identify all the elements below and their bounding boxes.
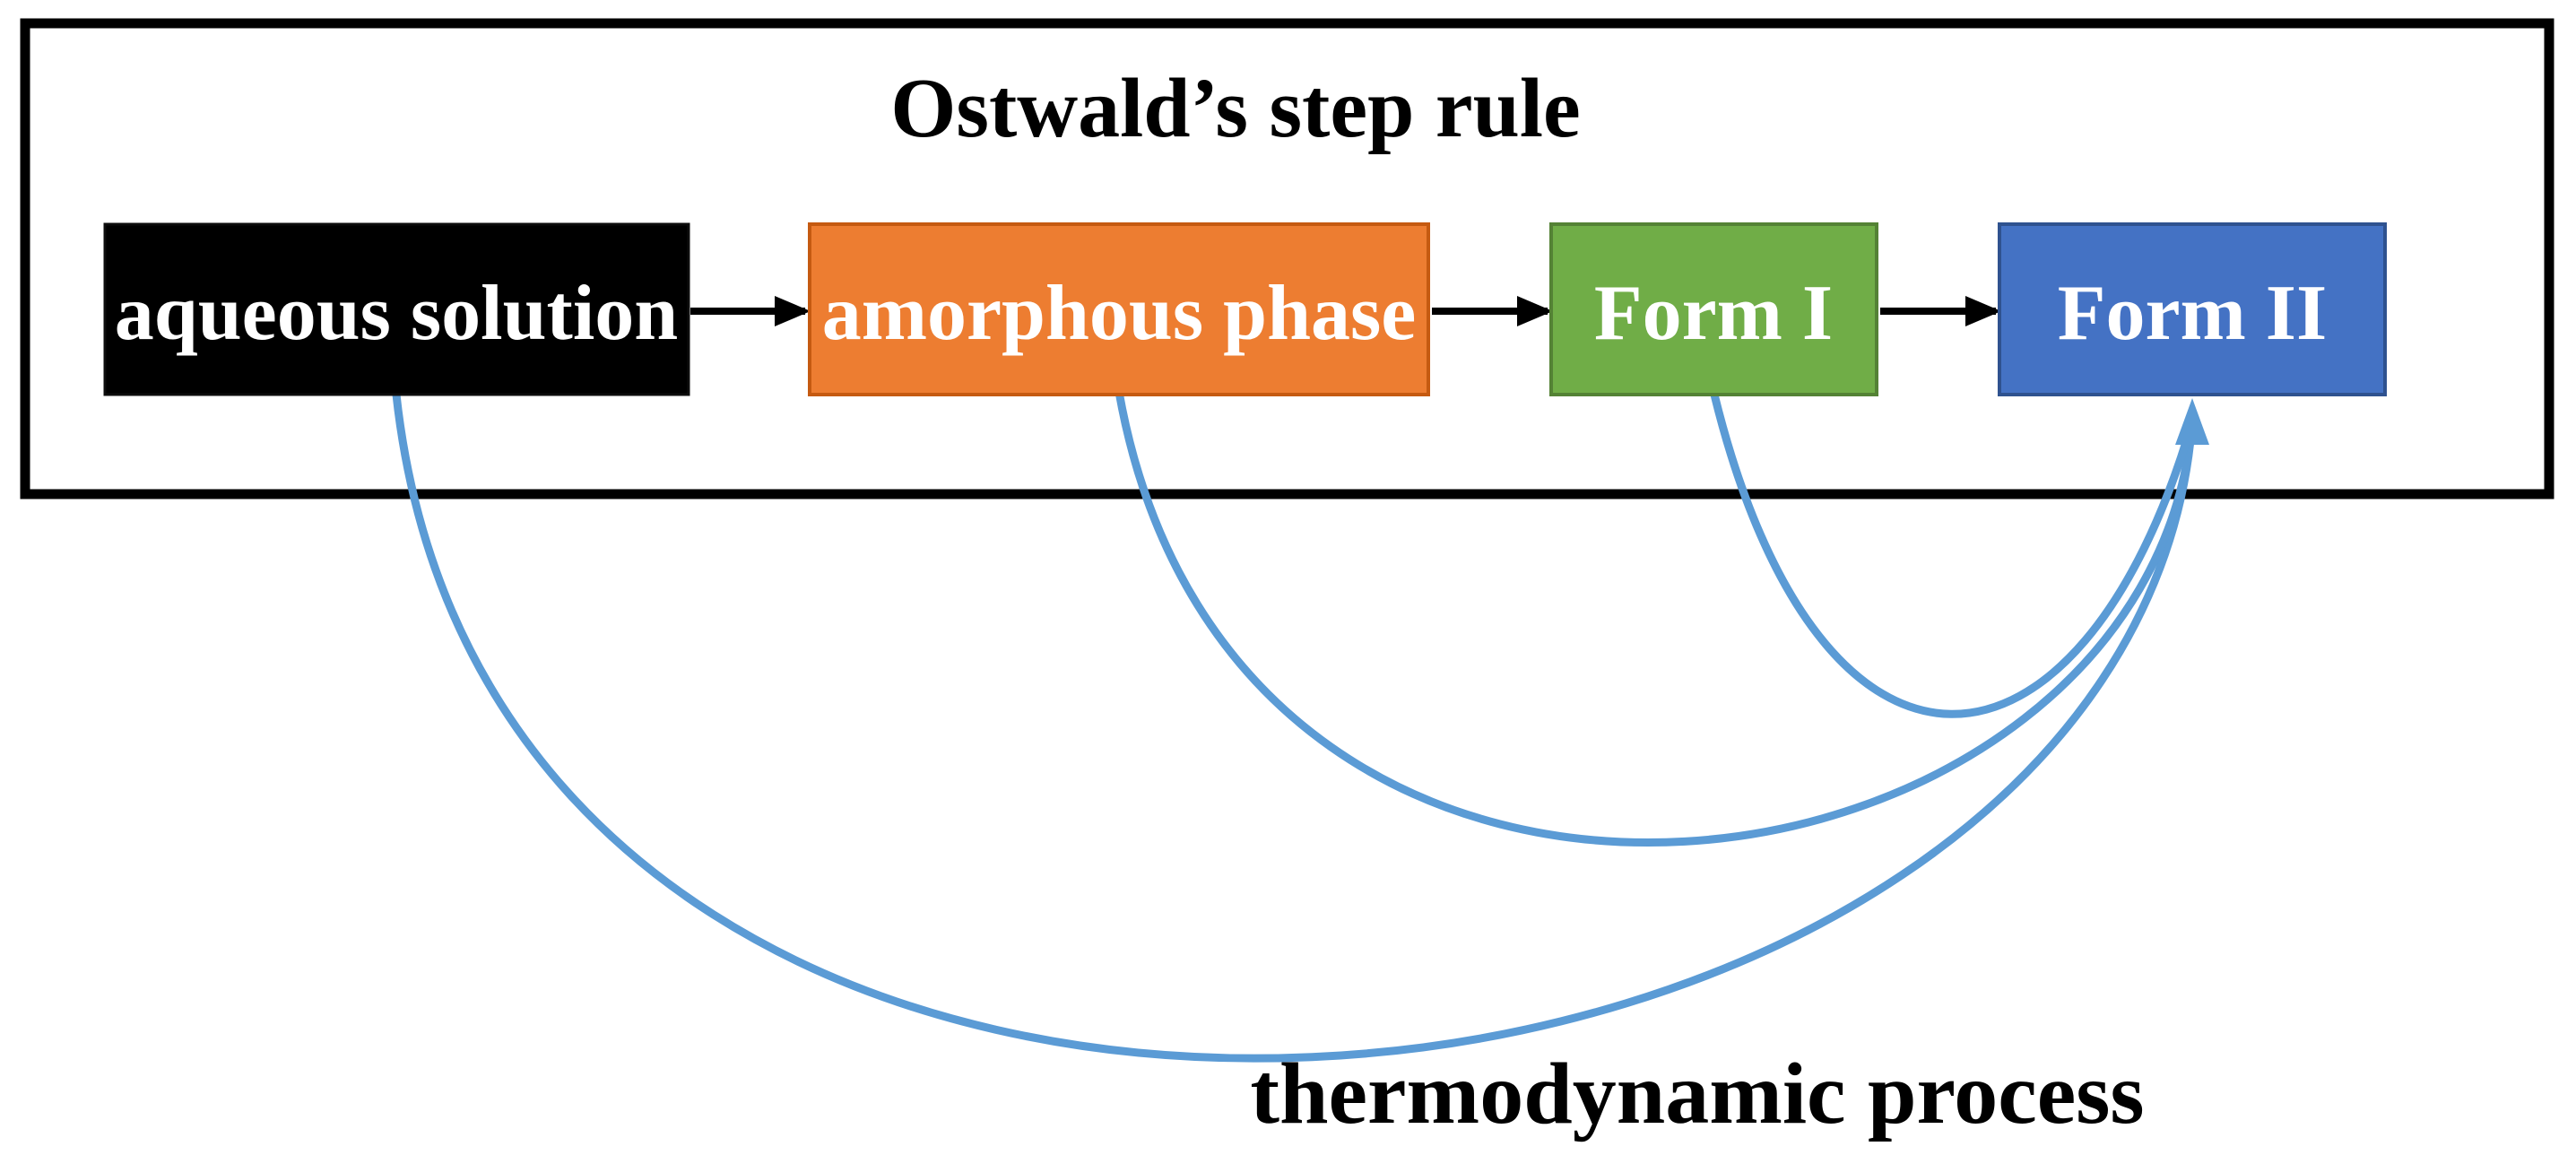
- box-form-2: Form II: [1998, 222, 2387, 396]
- thermo-arrowhead-icon: [2175, 398, 2209, 445]
- box-aqueous-solution-label: aqueous solution: [115, 270, 678, 357]
- thermo-curve-from-aqueous-solution: [392, 390, 2197, 1063]
- thermo-curve-from-form-1: [1710, 390, 2197, 718]
- box-amorphous-phase: amorphous phase: [808, 222, 1430, 396]
- box-form-1-rect: [1549, 222, 1878, 396]
- box-aqueous-solution-rect: [103, 222, 690, 396]
- box-form-2-label: Form II: [2058, 270, 2328, 357]
- thermo-curve-from-amorphous-phase: [1115, 387, 2197, 847]
- box-form-1: Form I: [1549, 222, 1878, 396]
- box-amorphous-phase-rect: [808, 222, 1430, 396]
- outer-frame: [20, 18, 2554, 499]
- box-form-2-rect: [1998, 222, 2387, 396]
- thermodynamic-process-label: thermodynamic process: [1250, 1046, 2144, 1142]
- box-aqueous-solution: aqueous solution: [103, 222, 690, 396]
- box-form-1-label: Form I: [1594, 270, 1833, 357]
- diagram-title: Ostwald’s step rule: [890, 62, 1580, 155]
- box-amorphous-phase-label: amorphous phase: [822, 270, 1417, 357]
